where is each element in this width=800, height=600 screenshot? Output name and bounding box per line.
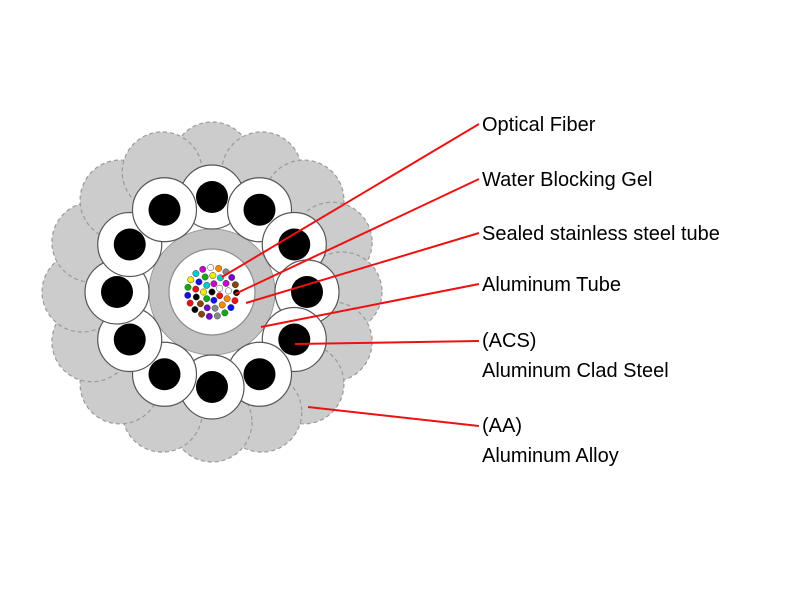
label-line: Aluminum Clad Steel bbox=[482, 360, 669, 382]
fiber-dot bbox=[203, 304, 211, 312]
leader-line-aluminum-alloy bbox=[307, 406, 480, 427]
fiber-dot bbox=[218, 301, 226, 309]
label-aluminum-alloy: (AA) Aluminum Alloy bbox=[482, 411, 619, 471]
fiber-dot bbox=[211, 304, 219, 312]
fiber-dot bbox=[192, 270, 200, 277]
label-aluminum-clad-steel: (ACS) Aluminum Clad Steel bbox=[482, 326, 669, 386]
label-sealed-stainless-steel-tube: Sealed stainless steel tube bbox=[482, 219, 720, 249]
fiber-dot bbox=[191, 306, 199, 314]
fiber-dot bbox=[205, 312, 213, 320]
acs-core bbox=[148, 358, 181, 391]
acs-core bbox=[113, 323, 146, 356]
label-line: (AA) bbox=[482, 415, 522, 437]
fiber-dot bbox=[208, 288, 216, 296]
acs-core bbox=[291, 276, 323, 308]
leader-line-sealed-stainless-steel-tube bbox=[245, 232, 480, 304]
fiber-dot bbox=[199, 265, 207, 273]
label-line: Aluminum Tube bbox=[482, 274, 621, 296]
label-optical-fiber: Optical Fiber bbox=[482, 110, 595, 140]
label-aluminum-tube: Aluminum Tube bbox=[482, 270, 621, 300]
fiber-dot bbox=[201, 273, 209, 281]
label-line: Sealed stainless steel tube bbox=[482, 223, 720, 245]
fiber-dot bbox=[203, 281, 211, 289]
fiber-dot bbox=[210, 296, 218, 304]
label-line: Aluminum Alloy bbox=[482, 445, 619, 467]
acs-core bbox=[243, 358, 276, 391]
fiber-dot bbox=[187, 276, 195, 284]
label-line: Water Blocking Gel bbox=[482, 169, 653, 191]
fiber-dot bbox=[215, 264, 223, 272]
fiber-dot bbox=[203, 295, 211, 303]
acs-core bbox=[113, 228, 146, 261]
fiber-dot bbox=[198, 310, 206, 318]
fiber-dot bbox=[200, 288, 207, 296]
fiber-dot bbox=[209, 272, 217, 279]
fiber-dot bbox=[195, 278, 203, 286]
fiber-dot bbox=[231, 281, 239, 289]
fiber-dot bbox=[207, 264, 215, 271]
leader-line-water-blocking-gel bbox=[234, 178, 480, 295]
label-line: (ACS) bbox=[482, 330, 537, 352]
fiber-dot bbox=[213, 312, 221, 320]
fiber-dot bbox=[227, 304, 235, 312]
fiber-dot bbox=[210, 280, 218, 288]
leader-line-aluminum-clad-steel bbox=[294, 340, 480, 345]
leader-line-optical-fiber bbox=[221, 123, 480, 278]
fiber-dot bbox=[225, 287, 232, 295]
leader-line-aluminum-tube bbox=[260, 283, 480, 328]
leader-lines bbox=[221, 123, 480, 427]
fiber-dot bbox=[222, 279, 230, 287]
acs-core bbox=[196, 371, 228, 403]
fiber-dot bbox=[216, 292, 224, 300]
fiber-dot bbox=[228, 274, 236, 281]
label-water-blocking-gel: Water Blocking Gel bbox=[482, 165, 652, 195]
cable-layers bbox=[41, 121, 383, 463]
fiber-dot bbox=[186, 299, 194, 307]
acs-core bbox=[101, 276, 133, 308]
fiber-dot bbox=[192, 293, 200, 301]
fiber-dot bbox=[231, 297, 239, 305]
fiber-dot bbox=[221, 309, 229, 317]
fiber-dot bbox=[196, 300, 204, 308]
fiber-dot bbox=[216, 284, 224, 292]
acs-core bbox=[278, 228, 311, 261]
fiber-dot bbox=[184, 291, 192, 299]
fiber-dot bbox=[223, 295, 231, 303]
acs-core bbox=[243, 193, 276, 226]
label-line: Optical Fiber bbox=[482, 114, 596, 136]
acs-core bbox=[148, 193, 181, 226]
fiber-dot bbox=[192, 285, 200, 293]
acs-core bbox=[278, 323, 311, 356]
acs-core bbox=[196, 181, 228, 213]
fiber-dot bbox=[184, 283, 192, 291]
